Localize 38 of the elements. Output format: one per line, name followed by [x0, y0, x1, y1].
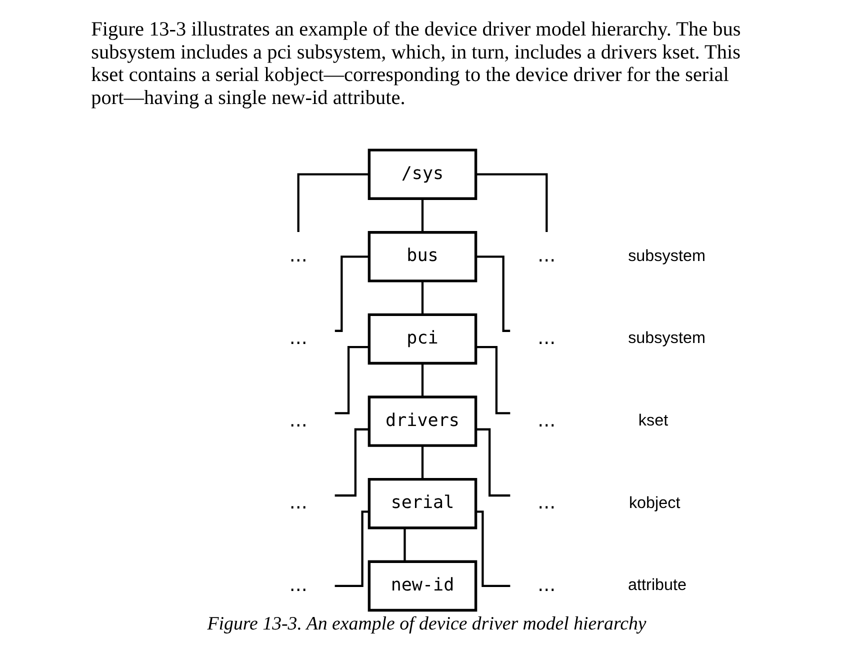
label: Figure 13-3 illustrates an example of the device driver model hierarchy. The bus subsystem includes a pci subsystem, which, in turn, includes a drivers kset. This kset contains a serial kobject—corresponding to the device driver for the serial port—having a single new-id attribute. — [91, 18, 741, 110]
node-box: pci — [368, 313, 478, 365]
connector — [421, 446, 424, 479]
node-text: ... — [289, 326, 308, 349]
node-box: serial — [368, 478, 478, 530]
node-text: ... — [289, 492, 308, 514]
node-box: /sys — [368, 148, 478, 200]
connector — [334, 346, 370, 414]
connector — [476, 510, 510, 587]
label: subsystem — [628, 246, 706, 265]
node-text: ... — [289, 574, 308, 596]
caption: Figure 13-3. An example of device driver model hierarchy — [207, 613, 646, 634]
connector — [334, 256, 370, 332]
connector — [476, 346, 510, 414]
node-text: ... — [538, 326, 556, 349]
node-text: ... — [289, 244, 308, 267]
label: attribute — [628, 576, 687, 594]
node-text: ... — [538, 409, 556, 432]
node-text: ... — [289, 409, 308, 432]
node-box: drivers — [368, 396, 478, 447]
connector — [334, 510, 369, 587]
node-box: new-id — [368, 560, 478, 612]
connector — [404, 528, 406, 562]
node-text: ... — [538, 492, 556, 514]
connector — [297, 173, 370, 232]
label: subsystem — [628, 329, 706, 348]
label: kset — [638, 411, 668, 430]
node-box: bus — [368, 231, 478, 282]
connector — [421, 364, 424, 397]
connector — [476, 256, 510, 332]
node-text: ... — [538, 574, 556, 596]
connector — [476, 428, 510, 497]
node-text: ... — [538, 244, 556, 267]
connector — [334, 428, 369, 497]
connector — [421, 199, 424, 232]
label: kobject — [628, 494, 680, 512]
connector — [476, 173, 548, 232]
connector — [421, 281, 424, 314]
